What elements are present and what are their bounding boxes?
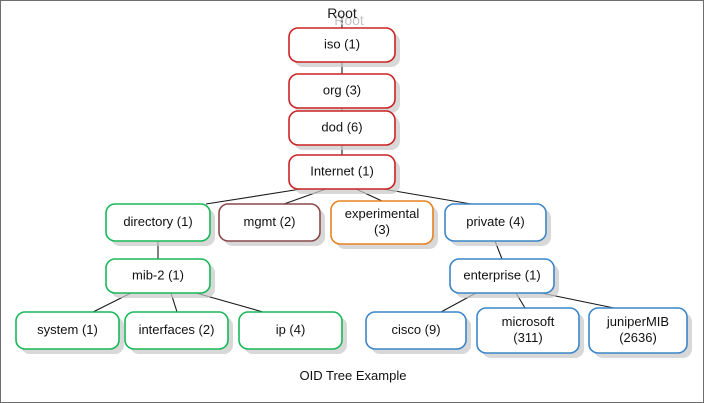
node-box-private[interactable] — [444, 203, 547, 242]
node-label-org: org (3) — [323, 82, 361, 97]
node-label-juniperMIB: (2636) — [619, 330, 657, 345]
node-label-mib2: mib-2 (1) — [132, 267, 184, 282]
node-label-experimental: (3) — [374, 222, 390, 237]
node-org[interactable]: org (3) — [288, 73, 400, 113]
node-label-interfaces: interfaces (2) — [139, 322, 215, 337]
node-label-microsoft: (311) — [513, 330, 542, 345]
node-label-experimental: experimental — [345, 206, 420, 221]
node-label-mgmt: mgmt (2) — [244, 214, 296, 229]
node-box-org[interactable] — [288, 73, 396, 109]
node-interfaces[interactable]: interfaces (2) — [124, 311, 233, 354]
node-box-dod[interactable] — [288, 110, 396, 146]
nodes-layer: iso (1) org (3) dod (6) Internet (1) directo… — [15, 27, 692, 358]
node-box-directory[interactable] — [105, 203, 211, 242]
node-dod[interactable]: dod (6) — [288, 110, 400, 150]
node-ip[interactable]: ip (4) — [238, 311, 347, 354]
node-label-iso: iso (1) — [324, 36, 360, 51]
node-box-experimental[interactable] — [330, 200, 434, 245]
node-box-iso[interactable] — [288, 27, 396, 63]
node-label-directory: directory (1) — [123, 214, 192, 229]
labels-layer: Root Root OID Tree Example — [300, 5, 407, 383]
node-box-ip[interactable] — [238, 311, 343, 350]
node-box-internet[interactable] — [288, 154, 396, 190]
root-label-shadow: Root — [334, 12, 364, 28]
node-box-interfaces[interactable] — [124, 311, 229, 350]
node-experimental[interactable]: experimental(3) — [330, 200, 438, 249]
node-microsoft[interactable]: microsoft(311) — [476, 307, 584, 358]
node-box-microsoft[interactable] — [476, 307, 580, 354]
node-system[interactable]: system (1) — [15, 311, 124, 354]
node-label-private: private (4) — [466, 214, 525, 229]
node-label-enterprise: enterprise (1) — [463, 267, 540, 282]
node-internet[interactable]: Internet (1) — [288, 154, 400, 194]
node-mib2[interactable]: mib-2 (1) — [105, 258, 215, 298]
node-cisco[interactable]: cisco (9) — [365, 311, 471, 354]
node-label-microsoft: microsoft — [502, 314, 555, 329]
node-private[interactable]: private (4) — [444, 203, 551, 246]
node-box-mgmt[interactable] — [218, 203, 321, 242]
node-mgmt[interactable]: mgmt (2) — [218, 203, 325, 246]
node-label-dod: dod (6) — [321, 119, 362, 134]
root-label: Root — [327, 5, 357, 21]
node-juniperMIB[interactable]: juniperMIB(2636) — [588, 307, 692, 358]
node-label-system: system (1) — [37, 322, 98, 337]
node-box-cisco[interactable] — [365, 311, 467, 350]
node-iso[interactable]: iso (1) — [288, 27, 400, 67]
edge-internet-private — [382, 188, 472, 205]
edge-internet-directory — [205, 188, 302, 205]
node-directory[interactable]: directory (1) — [105, 203, 215, 246]
node-box-mib2[interactable] — [105, 258, 211, 294]
node-box-enterprise[interactable] — [449, 258, 555, 294]
node-enterprise[interactable]: enterprise (1) — [449, 258, 559, 298]
node-label-ip: ip (4) — [276, 322, 306, 337]
node-box-system[interactable] — [15, 311, 120, 350]
node-label-juniperMIB: juniperMIB — [606, 314, 669, 329]
diagram-caption: OID Tree Example — [300, 368, 407, 383]
node-label-internet: Internet (1) — [310, 163, 374, 178]
node-box-juniperMIB[interactable] — [588, 307, 688, 354]
node-label-cisco: cisco (9) — [391, 322, 440, 337]
